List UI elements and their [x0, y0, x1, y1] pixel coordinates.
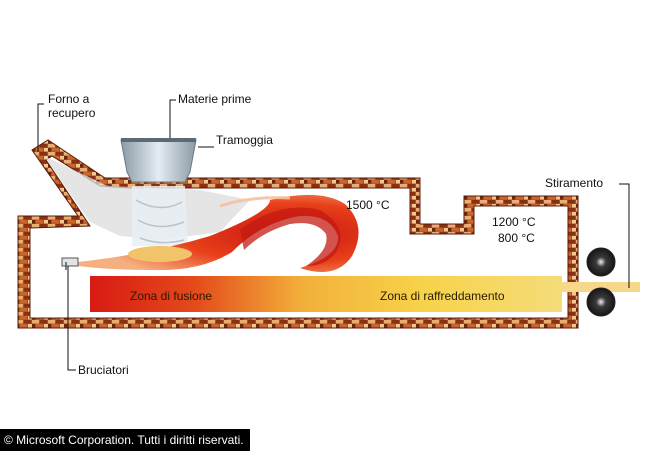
- label-forno-line2: recupero: [48, 106, 96, 120]
- label-stiramento: Stiramento: [545, 176, 604, 190]
- batch-column: [132, 186, 188, 246]
- flame-inner: [240, 207, 341, 266]
- temp-800: 800 °C: [498, 231, 535, 245]
- label-forno-a-recupero: Forno a recupero: [48, 92, 95, 120]
- leader-forno: [37, 103, 44, 152]
- label-forno-line1: Forno a: [48, 92, 90, 106]
- flame-streak: [219, 196, 291, 208]
- temp-1500: 1500 °C: [346, 198, 390, 212]
- hopper: [120, 139, 197, 183]
- leader-stiramento: [619, 183, 630, 288]
- label-tramoggia: Tramoggia: [216, 133, 273, 147]
- burner: [61, 257, 79, 267]
- zone-raffreddamento: Zona di raffreddamento: [380, 289, 505, 303]
- upper-roll: [586, 247, 616, 277]
- label-materie-prime: Materie prime: [178, 92, 252, 106]
- zone-fusione: Zona di fusione: [130, 289, 213, 303]
- hopper-rim: [121, 138, 196, 142]
- batch-heap: [128, 246, 192, 262]
- temp-1200: 1200 °C: [492, 215, 536, 229]
- batch-swirl: [135, 199, 185, 244]
- leader-materie: [169, 99, 176, 138]
- glass-ribbon: [562, 282, 640, 292]
- glass-bath: [90, 276, 562, 312]
- label-bruciatori: Bruciatori: [78, 363, 129, 377]
- leader-bruciatori: [67, 266, 76, 371]
- lower-roll: [586, 287, 616, 317]
- copyright-bar: © Microsoft Corporation. Tutti i diritti…: [0, 429, 250, 451]
